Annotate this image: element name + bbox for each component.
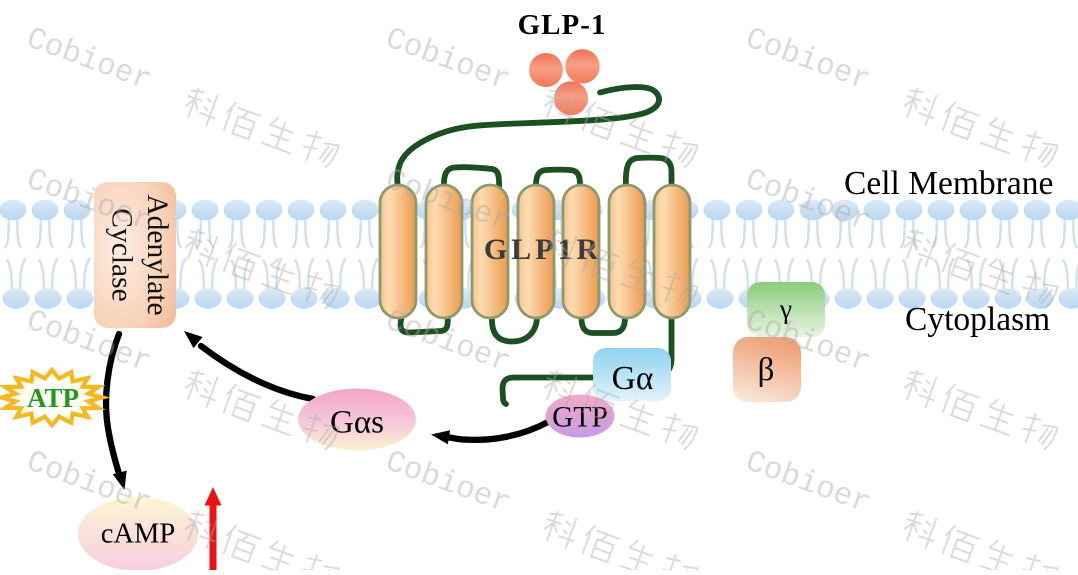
svg-text:ATP: ATP	[27, 383, 79, 413]
svg-text:Cobioer: Cobioer	[22, 22, 156, 99]
svg-text:Cytoplasm: Cytoplasm	[905, 301, 1050, 338]
svg-text:GLP-1: GLP-1	[518, 9, 607, 41]
svg-text:Cell Membrane: Cell Membrane	[844, 165, 1053, 202]
svg-text:Cobioer: Cobioer	[741, 445, 875, 522]
svg-text:Gαs: Gαs	[330, 405, 384, 441]
svg-text:Cobioer: Cobioer	[381, 445, 515, 522]
svg-text:Cobioer: Cobioer	[22, 445, 156, 522]
svg-text:Cobioer: Cobioer	[381, 22, 515, 99]
svg-text:cAMP: cAMP	[101, 519, 175, 550]
svg-text:β: β	[758, 352, 775, 388]
svg-text:Cobioer: Cobioer	[741, 22, 875, 99]
svg-text:Gα: Gα	[612, 360, 654, 397]
